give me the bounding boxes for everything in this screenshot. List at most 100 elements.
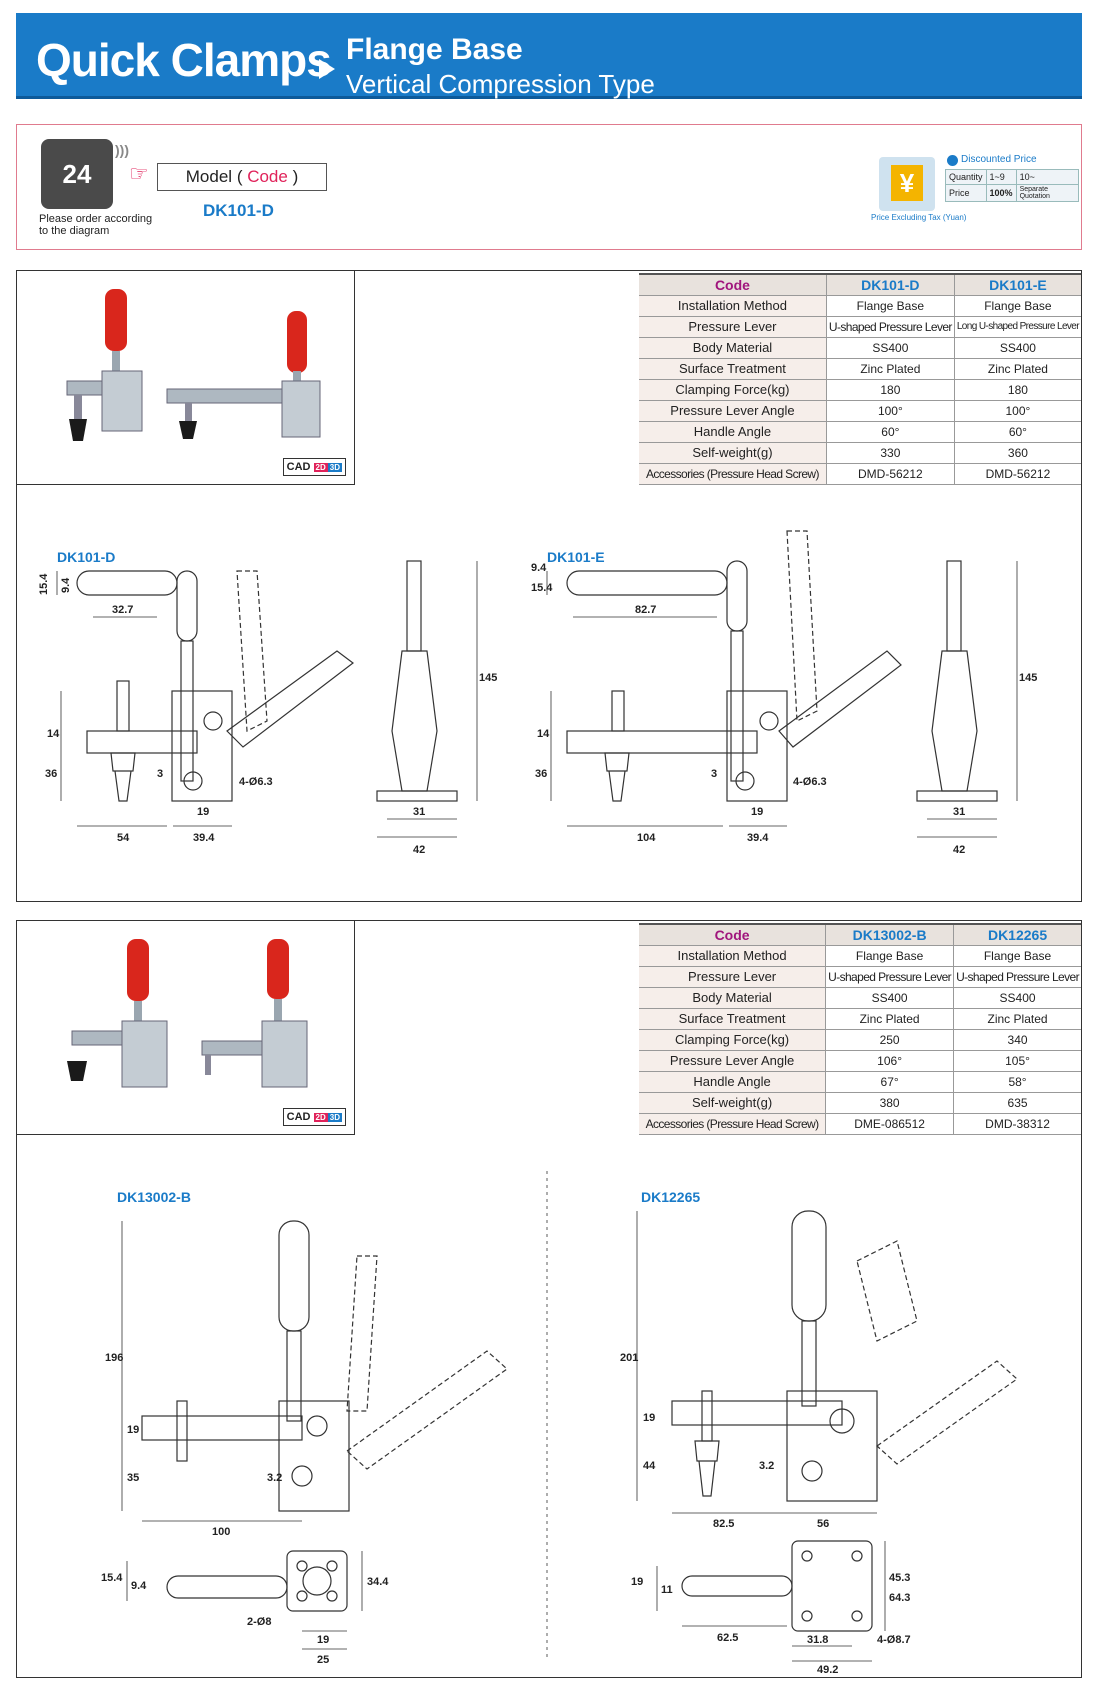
dim-label: 19	[643, 1412, 655, 1424]
subtitle-line1: Flange Base	[346, 33, 523, 66]
dim-label: 9.4	[531, 562, 547, 574]
dim-label: 35	[127, 1472, 139, 1484]
tax-note: Price Excluding Tax (Yuan)	[871, 213, 967, 222]
dim-label: 11	[661, 1584, 673, 1596]
dim-label: 44	[643, 1460, 656, 1472]
dim-label: 4-Ø6.3	[793, 776, 827, 788]
model-header: DK12265	[953, 923, 1081, 946]
price-cell: 10~	[1015, 169, 1080, 185]
clamp-photo-illustration	[66, 289, 321, 441]
dim-label: 25	[317, 1654, 329, 1666]
spec-row: Accessories (Pressure Head Screw)DMD-562…	[639, 463, 1081, 485]
dim-label: 42	[413, 844, 425, 856]
price-cell: Quantity	[945, 169, 987, 185]
dim-label: 15.4	[531, 582, 553, 594]
price-cell: 100%	[985, 184, 1017, 202]
pointing-hand-icon: ☞	[129, 161, 149, 186]
dim-label: 3.2	[759, 1460, 774, 1472]
signal-waves-icon: )))	[115, 142, 129, 158]
spec-header-row: Code DK13002-B DK12265	[639, 923, 1081, 946]
triangle-arrow-icon	[319, 59, 335, 79]
model-header: DK101-E	[954, 273, 1081, 296]
dim-label: 39.4	[193, 832, 215, 844]
discount-title: Discounted Price	[961, 154, 1037, 165]
drawing-label-dk12265: DK12265	[641, 1189, 701, 1205]
dim-label: 31	[413, 806, 425, 818]
dim-label: 104	[637, 832, 656, 844]
dim-label: 14	[537, 728, 550, 740]
spec-row: Accessories (Pressure Head Screw)DME-086…	[639, 1113, 1081, 1135]
dim-label: 145	[1019, 672, 1037, 684]
spec-table: Code DK13002-B DK12265 Installation Meth…	[639, 923, 1081, 1135]
dim-label: 36	[45, 768, 57, 780]
dim-label: 100	[212, 1526, 230, 1538]
dim-label: 19	[631, 1576, 643, 1588]
spec-header-row: Code DK101-D DK101-E	[639, 273, 1081, 296]
dim-label: 3	[157, 768, 163, 780]
order-note: Please order according to the diagram	[39, 213, 153, 237]
dim-label: 82.7	[635, 604, 656, 616]
technical-drawing-panel-1: 15.4 9.4 32.7 14 36 3 19 54 39.4 4-Ø6.3 …	[38, 530, 1037, 856]
dim-label: 54	[117, 832, 130, 844]
dim-label: 9.4	[131, 1580, 147, 1592]
category-title: Quick Clamps	[36, 34, 332, 86]
dim-label: 4-Ø6.3	[239, 776, 273, 788]
bullet-dot-icon	[947, 155, 958, 166]
code-header: Code	[639, 923, 827, 946]
phone-badge-text: 24	[62, 159, 92, 189]
dim-label: 39.4	[747, 832, 769, 844]
dim-label: 64.3	[889, 1592, 910, 1604]
code-label: Code	[247, 167, 288, 186]
dim-label: 15.4	[38, 573, 50, 595]
dim-label: 49.2	[817, 1664, 838, 1676]
dim-label: 19	[197, 806, 209, 818]
phone-24-icon: 24 )))	[41, 139, 129, 209]
model-value: DK101-D	[203, 201, 274, 220]
yen-icon: ¥	[879, 157, 935, 211]
dim-label: 4-Ø8.7	[877, 1634, 911, 1646]
price-box: ¥ Price Excluding Tax (Yuan) Discounted …	[869, 153, 1080, 222]
dim-label: 2-Ø8	[247, 1616, 271, 1628]
dim-label: 19	[127, 1424, 139, 1436]
model-label: Model	[185, 167, 233, 186]
code-header: Code	[639, 273, 827, 296]
clamp-photo-illustration	[67, 939, 308, 1088]
model-header: DK101-D	[826, 273, 955, 296]
dim-label: 3.2	[267, 1472, 282, 1484]
technical-drawing-panel-2: 196 19 35 3.2 100 15.4 9.4 34.4 2-Ø8 19 …	[101, 1171, 1018, 1676]
page-header: Quick Clamps Flange Base Vertical Compre…	[16, 13, 1082, 99]
dim-label: 15.4	[101, 1572, 123, 1584]
drawing-label-dk101-d: DK101-D	[57, 549, 116, 565]
price-table: Quantity 1~9 10~ Price 100% Separate Quo…	[945, 169, 1080, 202]
dim-label: 19	[317, 1634, 329, 1646]
dim-label: 31	[953, 806, 965, 818]
dim-label: 196	[105, 1352, 123, 1364]
drawing-label-dk13002-b: DK13002-B	[117, 1189, 191, 1205]
dim-label: 145	[479, 672, 497, 684]
dim-label: 19	[751, 806, 763, 818]
dim-label: 201	[620, 1352, 638, 1364]
dim-label: 42	[953, 844, 965, 856]
dim-label: 56	[817, 1518, 829, 1530]
dim-label: 31.8	[807, 1634, 828, 1646]
dim-label: 36	[535, 768, 547, 780]
model-code-box: Model ( Code )	[157, 163, 327, 191]
dim-label: 9.4	[60, 577, 72, 593]
drawing-label-dk101-e: DK101-E	[547, 549, 605, 565]
